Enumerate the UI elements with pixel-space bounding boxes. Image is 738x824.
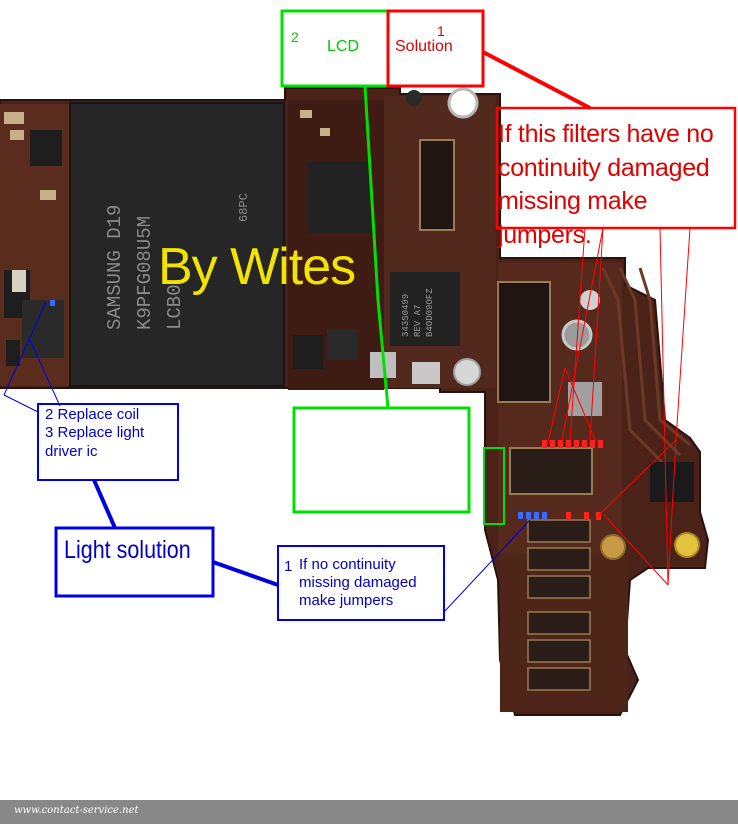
- watermark-text: By Wites: [158, 238, 356, 296]
- continuity-number-label: 1: [284, 558, 293, 575]
- lcd-number-label: 2: [291, 29, 299, 45]
- callout-lines: [3, 50, 691, 613]
- memory-chip-marking-line: SAMSUNG D19: [104, 205, 126, 330]
- footer-url[interactable]: www.contact-service.net: [14, 805, 139, 816]
- footer-bar: www.contact-service.net: [0, 800, 738, 824]
- small-chip-marking-line: REV A7: [413, 305, 423, 337]
- memory-chip-extra-marking: 68PC: [237, 193, 251, 222]
- small-chip-marking-line: 343S0499: [401, 294, 411, 337]
- connectors: [419, 139, 694, 691]
- small-chip-marking-line: B4OD09OFZ: [425, 288, 435, 337]
- memory-chip: SAMSUNG D19 K9PFG08U5M LCB0 68PC: [69, 102, 285, 387]
- replace-coil-note: 2 Replace coil 3 Replace light driver ic: [45, 406, 145, 460]
- solution-label: Solution: [395, 38, 453, 55]
- light-solution-label: Light solution: [64, 536, 191, 564]
- memory-chip-marking-line: K9PFG08U5M: [134, 216, 156, 330]
- solution-number-label: 1: [437, 23, 445, 39]
- filters-note: If this filters have no continuity damag…: [498, 120, 714, 249]
- memory-chip-marking-line: LCB0: [164, 284, 186, 330]
- memory-chip-marking: SAMSUNG D19 K9PFG08U5M LCB0: [104, 205, 186, 330]
- continuity-note: If no continuity missing damaged make ju…: [299, 556, 417, 609]
- lcd-label: LCD: [327, 38, 360, 55]
- passive-components: [4, 87, 700, 560]
- cap-markers: [50, 300, 547, 519]
- memory-chip-extra-marking-line: 68PC: [237, 193, 251, 222]
- caps-short-note: If this caps short unsolder 1bY1 untill …: [298, 411, 437, 504]
